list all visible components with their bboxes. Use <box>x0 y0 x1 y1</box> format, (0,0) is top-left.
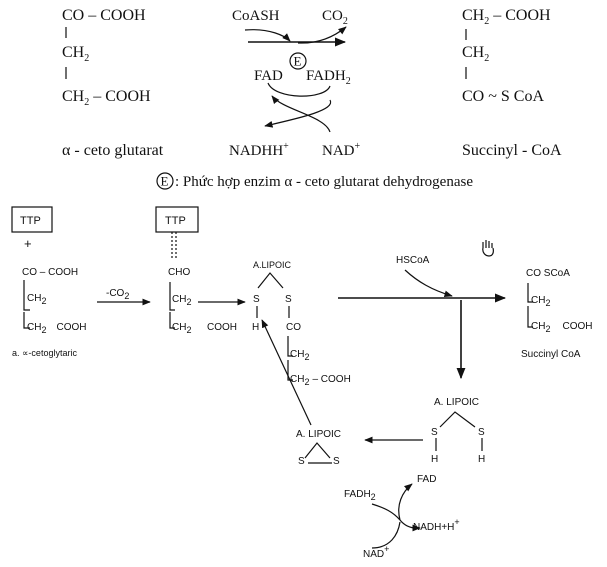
lipoic-oxidized-structure: A. LIPOIC S S <box>296 429 341 467</box>
hscoa-label: HSCoA <box>396 255 430 266</box>
ttp-box-1 <box>11 206 53 233</box>
lipoic-acyl-structure: A.LIPOIC S S H CO CH2 CH2– COOH <box>252 260 351 387</box>
svg-text:S: S <box>478 427 485 438</box>
svg-text:S: S <box>253 294 260 305</box>
svg-text:H: H <box>252 322 259 333</box>
enzyme-symbol: E <box>294 54 302 69</box>
top-nad: NAD <box>322 143 355 159</box>
svg-text:CH2: CH2 <box>462 44 489 64</box>
svg-text:COOH: COOH <box>207 322 237 333</box>
top-nad-upper <box>271 95 331 133</box>
svg-text:S: S <box>333 456 340 467</box>
bottom-akg-label: a. ∝-cetoglytaric <box>12 348 77 358</box>
svg-text:CH2: CH2 <box>290 349 309 362</box>
svg-text:CH2: CH2 <box>62 44 89 64</box>
bottom-nadh: NADH+H <box>413 522 454 533</box>
top-nad-lower <box>264 99 332 128</box>
svg-text:CO2: CO2 <box>322 8 348 27</box>
top-succ-name: Succinyl - CoA <box>462 142 562 159</box>
hand-cursor-icon <box>482 240 494 257</box>
svg-text:S: S <box>298 456 305 467</box>
ttp-plus: + <box>24 236 32 251</box>
top-akg-ch2: CH <box>62 44 85 61</box>
top-akg-ch2-cooh: CH <box>62 88 85 105</box>
legend-text: : Phức hợp enzim α - ceto glutarat dehyd… <box>175 174 473 190</box>
top-succ-ch2-cooh: CH <box>462 7 485 24</box>
hscoa-arrow <box>404 269 453 298</box>
lipoic-ox-name: A. LIPOIC <box>296 429 341 440</box>
bottom-fadh2: FADH <box>344 489 371 500</box>
svg-text:NAD+: NAD+ <box>322 141 361 159</box>
svg-text:CO SCoA: CO SCoA <box>526 268 570 279</box>
regeneration-arrow <box>261 319 312 426</box>
svg-text:CH2: CH2 <box>27 293 46 306</box>
svg-text:CHO: CHO <box>168 267 190 278</box>
bottom-fad: FAD <box>417 474 436 485</box>
top-co2-arrow <box>297 26 347 44</box>
top-succ-ch2: CH <box>462 44 485 61</box>
svg-text:CH2: CH2 <box>172 322 191 335</box>
svg-text:NADHH+: NADHH+ <box>229 141 289 159</box>
enzyme-circle <box>289 52 307 70</box>
top-fad: FAD <box>254 68 283 84</box>
bottom-succ-label: Succinyl CoA <box>521 349 581 360</box>
top-co2: CO <box>322 8 343 24</box>
svg-text:CH2: CH2 <box>531 295 550 308</box>
top-succ-co-scoa: CO ~ S CoA <box>462 88 544 105</box>
ttp-label-2: TTP <box>165 215 186 227</box>
svg-text:S: S <box>285 294 292 305</box>
lipoic1-name: A.LIPOIC <box>253 260 292 270</box>
bottom-akg-co-cooh: CO – COOH <box>22 267 78 278</box>
fad-arrow <box>398 483 413 521</box>
top-succinyl-structure: CH2 – COOH CH2 CO ~ S CoA Succinyl - CoA <box>462 7 562 159</box>
top-cofactors: CoASH CO2 E FAD FADH2 NADHH+ NAD+ <box>229 8 361 159</box>
top-akg-co-cooh: CO – COOH <box>62 7 146 24</box>
top-coash: CoASH <box>232 8 280 24</box>
lipoic-reduced-structure: A. LIPOIC S S H H <box>431 397 485 465</box>
bottom-nad: NAD <box>363 549 384 560</box>
lipoic-red-name: A. LIPOIC <box>434 397 479 408</box>
bottom-cofactors: FAD FADH2 NADH+H+ NAD+ <box>344 474 460 560</box>
svg-text:NADH+H+: NADH+H+ <box>413 517 460 533</box>
svg-text:CH2: CH2 <box>172 294 191 307</box>
top-fadh2: FADH <box>306 68 346 84</box>
svg-text:H: H <box>478 454 485 465</box>
bottom-co2-label: -CO <box>106 288 125 299</box>
top-nadhh: NADHH <box>229 143 283 159</box>
svg-text:NAD+: NAD+ <box>363 544 389 560</box>
ttp-label-1: TTP <box>20 215 41 227</box>
svg-text:CO: CO <box>286 322 301 333</box>
ttp-intermediate: CHO CH2 CH2 COOH <box>168 267 237 335</box>
enzyme-legend: E : Phức hợp enzim α - ceto glutarat deh… <box>156 172 473 190</box>
top-akg-name: α - ceto glutarat <box>62 142 164 159</box>
svg-text:H: H <box>431 454 438 465</box>
svg-text:S: S <box>431 427 438 438</box>
ttp-box-2 <box>155 206 199 233</box>
top-coash-arrow <box>244 29 291 42</box>
legend-enzyme-symbol: E <box>161 174 169 189</box>
top-akg-structure: CO – COOH CH2 CH2 – COOH α - ceto glutar… <box>62 7 164 159</box>
svg-text:CH2 – COOH: CH2 – COOH <box>462 7 551 27</box>
svg-text:FADH2: FADH2 <box>344 489 376 502</box>
svg-text:CH2 – COOH: CH2 – COOH <box>62 88 151 108</box>
svg-text:CH2– COOH: CH2– COOH <box>290 374 351 387</box>
svg-text:FADH2: FADH2 <box>306 68 351 87</box>
svg-text:-CO2: -CO2 <box>106 288 129 301</box>
top-fad-curve <box>267 82 331 97</box>
nadh-arrow <box>399 519 421 532</box>
